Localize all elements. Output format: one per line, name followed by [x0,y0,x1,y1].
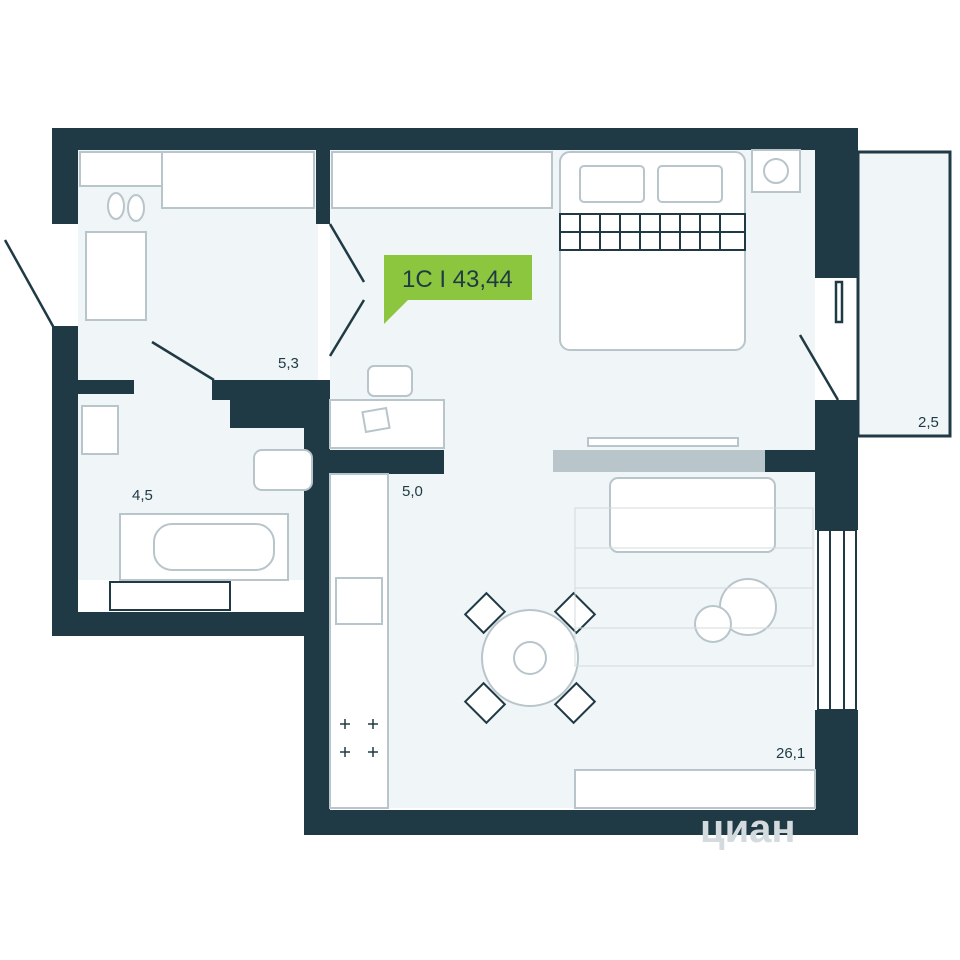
stove [340,719,378,757]
tv [587,437,739,447]
sink [81,405,119,455]
kitchen-counter [329,473,389,809]
balcony-area-label: 2,5 [918,414,939,431]
furniture [79,149,816,809]
bathroom-area-label: 4,5 [132,487,153,504]
slipper-right [127,194,145,222]
kitchen-sink [335,577,383,625]
living-rug [574,507,814,667]
rug [85,231,147,321]
slipper-left [107,192,125,220]
bed-blanket [559,213,746,251]
tv-stand [574,769,816,809]
pillow-right [657,165,723,203]
wardrobe-hall [161,151,315,209]
coffee-table-small [694,605,732,643]
apartment-badge: 1С I 43,44 [384,255,532,324]
badge-text: 1С I 43,44 [402,266,513,293]
shoe-rack [79,151,163,187]
toilet [253,449,313,491]
walls [52,128,858,835]
doors [3,223,844,401]
wardrobe-living [331,151,553,209]
kitchen-area-label: 5,0 [402,483,423,500]
hall-area-label: 5,3 [278,355,299,372]
watermark: циан [700,807,796,851]
chair [367,365,413,397]
partition-gray [553,450,765,472]
sofa [609,477,776,553]
windows [109,529,857,711]
living-area-label: 26,1 [776,745,805,762]
pillow-left [579,165,645,203]
laptop [361,406,391,434]
